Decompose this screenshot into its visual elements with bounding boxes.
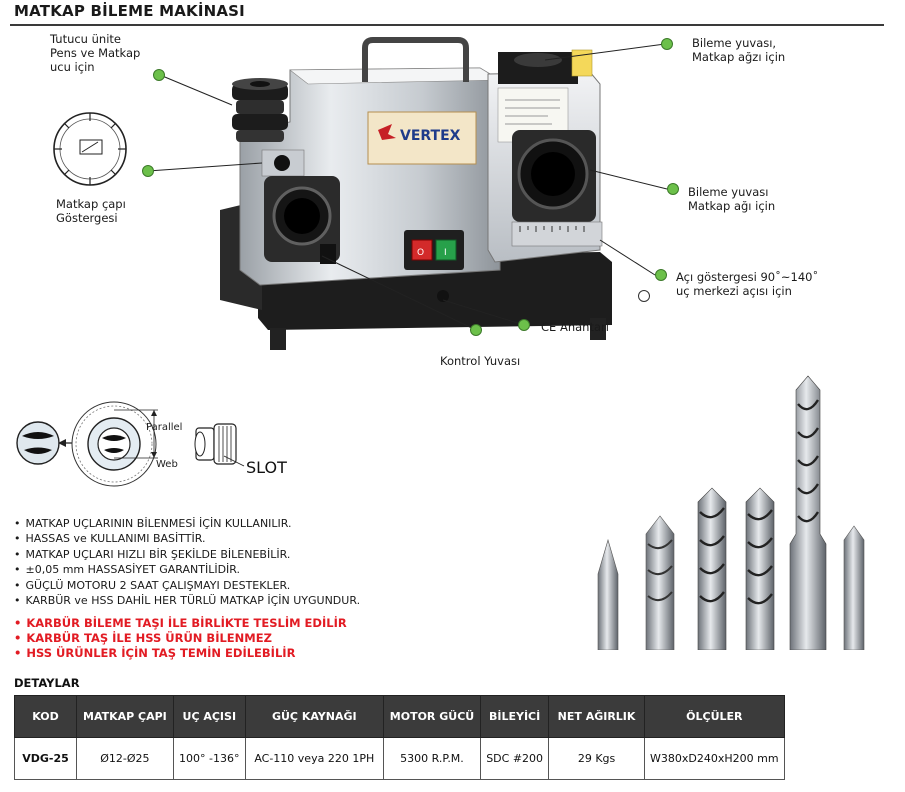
diagram-label-web: Web [156,459,178,470]
callout-marker-angle [655,269,667,281]
callout-grinding-tip-line: Matkap ağzı için [692,50,786,64]
cell-diameter: Ø12-Ø25 [76,737,174,780]
table-row: VDG-25 Ø12-Ø25 100° -136° AC-110 veya 22… [14,737,785,780]
callout-gauge: Matkap çapı Göstergesi [56,197,126,225]
feature-item: GÜÇLÜ MOTORU 2 SAAT ÇALIŞMAYI DESTEKLER. [14,578,360,593]
callout-marker-switch [518,319,530,331]
feature-item: HASSAS ve KULLANIMI BASİTTİR. [14,531,360,546]
callout-marker-gauge [142,165,154,177]
col-header-motor: MOTOR GÜCÜ [382,695,482,738]
callout-marker-grinding-tip [661,38,673,50]
warning-note: KARBÜR TAŞ İLE HSS ÜRÜN BİLENMEZ [14,631,347,646]
title-divider [10,24,884,26]
callout-marker-grinding-edge [667,183,679,195]
callout-angle-line: uç merkezi açısı için [676,284,792,298]
callout-grinding-edge: Bileme yuvası Matkap ağı için [688,185,775,213]
callout-marker-hollow [638,290,650,302]
page-title: MATKAP BİLEME MAKİNASI [14,2,245,20]
spec-table-header-row: KOD MATKAP ÇAPI UÇ AÇISI GÜÇ KAYNAĞI MOT… [14,695,785,738]
cell-kod: VDG-25 [14,737,77,780]
cell-power-source: AC-110 veya 220 1PH [244,737,384,780]
cell-dimensions: W380xD240xH200 mm [644,737,785,780]
details-heading: DETAYLAR [14,676,80,690]
cell-grinder: SDC #200 [480,737,550,780]
callout-switch: CE Anahtarı [541,320,609,334]
callout-grinding-tip: Bileme yuvası, Matkap ağzı için [692,36,785,64]
drill-slot-diagram: Parallel Web SLOT [16,401,287,487]
feature-item: KARBÜR ve HSS DAHİL HER TÜRLÜ MATKAP İÇİ… [14,593,361,608]
callout-holder: Tutucu ünite Pens ve Matkap ucu için [50,32,140,74]
callout-angle: Açı göstergesi 90˚~140˚ uç merkezi açısı… [676,270,818,298]
svg-text:I: I [444,248,447,258]
warning-note: HSS ÜRÜNLER İÇİN TAŞ TEMİN EDİLEBİLİR [14,646,347,661]
feature-list: MATKAP UÇLARININ BİLENMESİ İÇİN KULLANIL… [14,516,361,608]
callout-marker-holder [153,69,165,81]
cell-angle: 100° -136° [172,737,246,780]
spec-table: KOD MATKAP ÇAPI UÇ AÇISI GÜÇ KAYNAĞI MOT… [14,695,785,780]
brand-logo: VERTEX [400,128,461,144]
col-header-dimensions: ÖLÇÜLER [644,695,785,738]
col-header-grinder: BİLEYİCİ [480,695,550,738]
warning-notes: KARBÜR BİLEME TAŞI İLE BİRLİKTE TESLİM E… [14,616,347,661]
callout-gauge-line: Göstergesi [56,211,118,225]
callout-holder-line: Pens ve Matkap [50,46,141,60]
callout-control: Kontrol Yuvası [440,354,521,368]
col-header-power-source: GÜÇ KAYNAĞI [244,695,384,738]
callout-angle-line: Açı göstergesi 90˚~140˚ [676,270,819,284]
machine-illustration: VERTEX O I [53,37,668,350]
drill-bits-photo [590,374,872,650]
feature-item: MATKAP UÇLARININ BİLENMESİ İÇİN KULLANIL… [14,516,360,531]
col-header-kod: KOD [14,695,77,738]
col-header-angle: UÇ AÇISI [172,695,246,738]
diagram-label-slot: SLOT [246,458,287,477]
col-header-diameter: MATKAP ÇAPI [76,695,174,738]
diagram-label-parallel: Parallel [146,422,182,433]
cell-weight: 29 Kgs [548,737,646,780]
callout-grinding-edge-line: Bileme yuvası [688,185,769,199]
callout-grinding-tip-line: Bileme yuvası, [692,36,777,50]
callout-holder-line: ucu için [50,60,95,74]
col-header-weight: NET AĞIRLIK [548,695,646,738]
machine-foot-right [590,318,606,340]
svg-text:O: O [417,248,424,258]
callout-grinding-edge-line: Matkap ağı için [688,199,776,213]
callout-gauge-line: Matkap çapı [56,197,126,211]
warning-note: KARBÜR BİLEME TAŞI İLE BİRLİKTE TESLİM E… [14,616,346,631]
callout-holder-line: Tutucu ünite [50,32,121,46]
feature-item: MATKAP UÇLARI HIZLI BİR ŞEKİLDE BİLENEBİ… [14,547,360,562]
machine-foot-left [270,328,286,350]
gauge-dial-icon [53,112,127,186]
feature-item: ±0,05 mm HASSASİYET GARANTİLİDİR. [14,562,360,577]
cell-motor: 5300 R.P.M. [382,737,482,780]
callout-marker-control [470,324,482,336]
